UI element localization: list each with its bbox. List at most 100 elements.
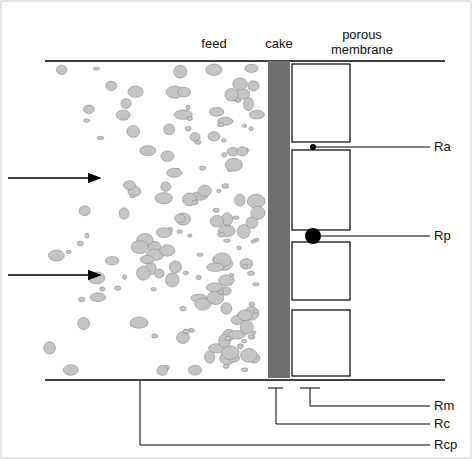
particle xyxy=(219,334,231,348)
particle xyxy=(233,78,248,90)
particle xyxy=(221,138,226,142)
particle xyxy=(251,240,256,243)
particle xyxy=(247,194,265,208)
flow-arrow xyxy=(8,274,100,276)
particle xyxy=(253,310,259,314)
particle xyxy=(140,255,154,263)
particle xyxy=(154,269,164,278)
particle xyxy=(105,257,119,266)
particle xyxy=(187,116,193,120)
particle xyxy=(192,200,198,204)
particle xyxy=(152,334,158,338)
particle xyxy=(155,193,172,204)
particle xyxy=(241,348,258,362)
particle xyxy=(240,259,253,269)
particle xyxy=(185,126,191,131)
particle xyxy=(190,133,200,142)
particle xyxy=(79,297,85,302)
particle xyxy=(253,283,259,286)
particle xyxy=(85,233,89,238)
particle xyxy=(183,329,189,334)
particle xyxy=(183,271,188,275)
particle xyxy=(238,310,252,321)
particle xyxy=(167,168,182,177)
particle xyxy=(222,184,229,189)
particle xyxy=(235,194,246,206)
particle xyxy=(83,105,94,114)
particle xyxy=(106,81,117,90)
particle xyxy=(115,286,121,290)
particle xyxy=(198,185,211,196)
particle xyxy=(130,317,148,328)
particle xyxy=(84,119,90,122)
particle xyxy=(128,86,143,97)
particle xyxy=(116,110,130,120)
particle xyxy=(161,151,174,162)
particle xyxy=(200,166,206,170)
particle xyxy=(188,234,192,237)
particle xyxy=(249,302,254,307)
particle xyxy=(160,245,175,256)
resistance-label: Rp xyxy=(434,229,451,244)
particle xyxy=(210,215,223,227)
particle xyxy=(224,239,231,242)
particle xyxy=(48,250,64,261)
particle xyxy=(237,147,248,156)
particle xyxy=(209,107,224,116)
particle xyxy=(165,273,179,287)
resistance-label: Rc xyxy=(434,417,450,432)
particle xyxy=(218,290,223,295)
particle xyxy=(229,273,234,277)
particle xyxy=(237,344,243,349)
particle xyxy=(248,271,255,275)
particle xyxy=(169,261,181,273)
particle xyxy=(123,181,135,190)
particle xyxy=(237,225,250,239)
particle xyxy=(175,214,186,222)
particle xyxy=(242,264,247,268)
particle xyxy=(186,105,190,110)
particle xyxy=(56,65,67,74)
particle xyxy=(137,266,151,280)
particle xyxy=(221,346,239,360)
particle xyxy=(249,110,264,119)
particle xyxy=(174,65,187,78)
particle xyxy=(127,126,140,138)
particle xyxy=(66,250,71,253)
particle xyxy=(177,230,183,234)
particle xyxy=(240,320,253,334)
particle xyxy=(245,64,258,72)
particle xyxy=(222,152,227,157)
flow-arrow xyxy=(8,177,100,179)
particle xyxy=(251,206,265,219)
particle xyxy=(195,141,201,145)
feed-particles xyxy=(44,64,265,375)
particle xyxy=(140,146,156,156)
pore-blocking-particle xyxy=(305,228,321,244)
particle xyxy=(249,127,253,131)
particle xyxy=(218,232,225,237)
particle xyxy=(242,124,246,127)
particle xyxy=(208,132,220,141)
particle xyxy=(63,365,78,376)
leader-lines xyxy=(140,147,430,445)
particle xyxy=(161,182,171,191)
particle xyxy=(223,364,229,368)
particle xyxy=(241,339,247,342)
particle xyxy=(123,275,127,280)
particle xyxy=(44,342,56,354)
membrane-blocks xyxy=(292,64,350,376)
particle xyxy=(225,88,238,101)
particle xyxy=(90,293,106,302)
particle xyxy=(188,365,201,375)
adsorbed-solute xyxy=(310,144,316,150)
particle xyxy=(79,206,90,216)
particle xyxy=(237,246,241,250)
particle xyxy=(221,303,232,315)
particle xyxy=(178,87,191,97)
particle xyxy=(131,241,148,254)
particle xyxy=(218,225,235,236)
